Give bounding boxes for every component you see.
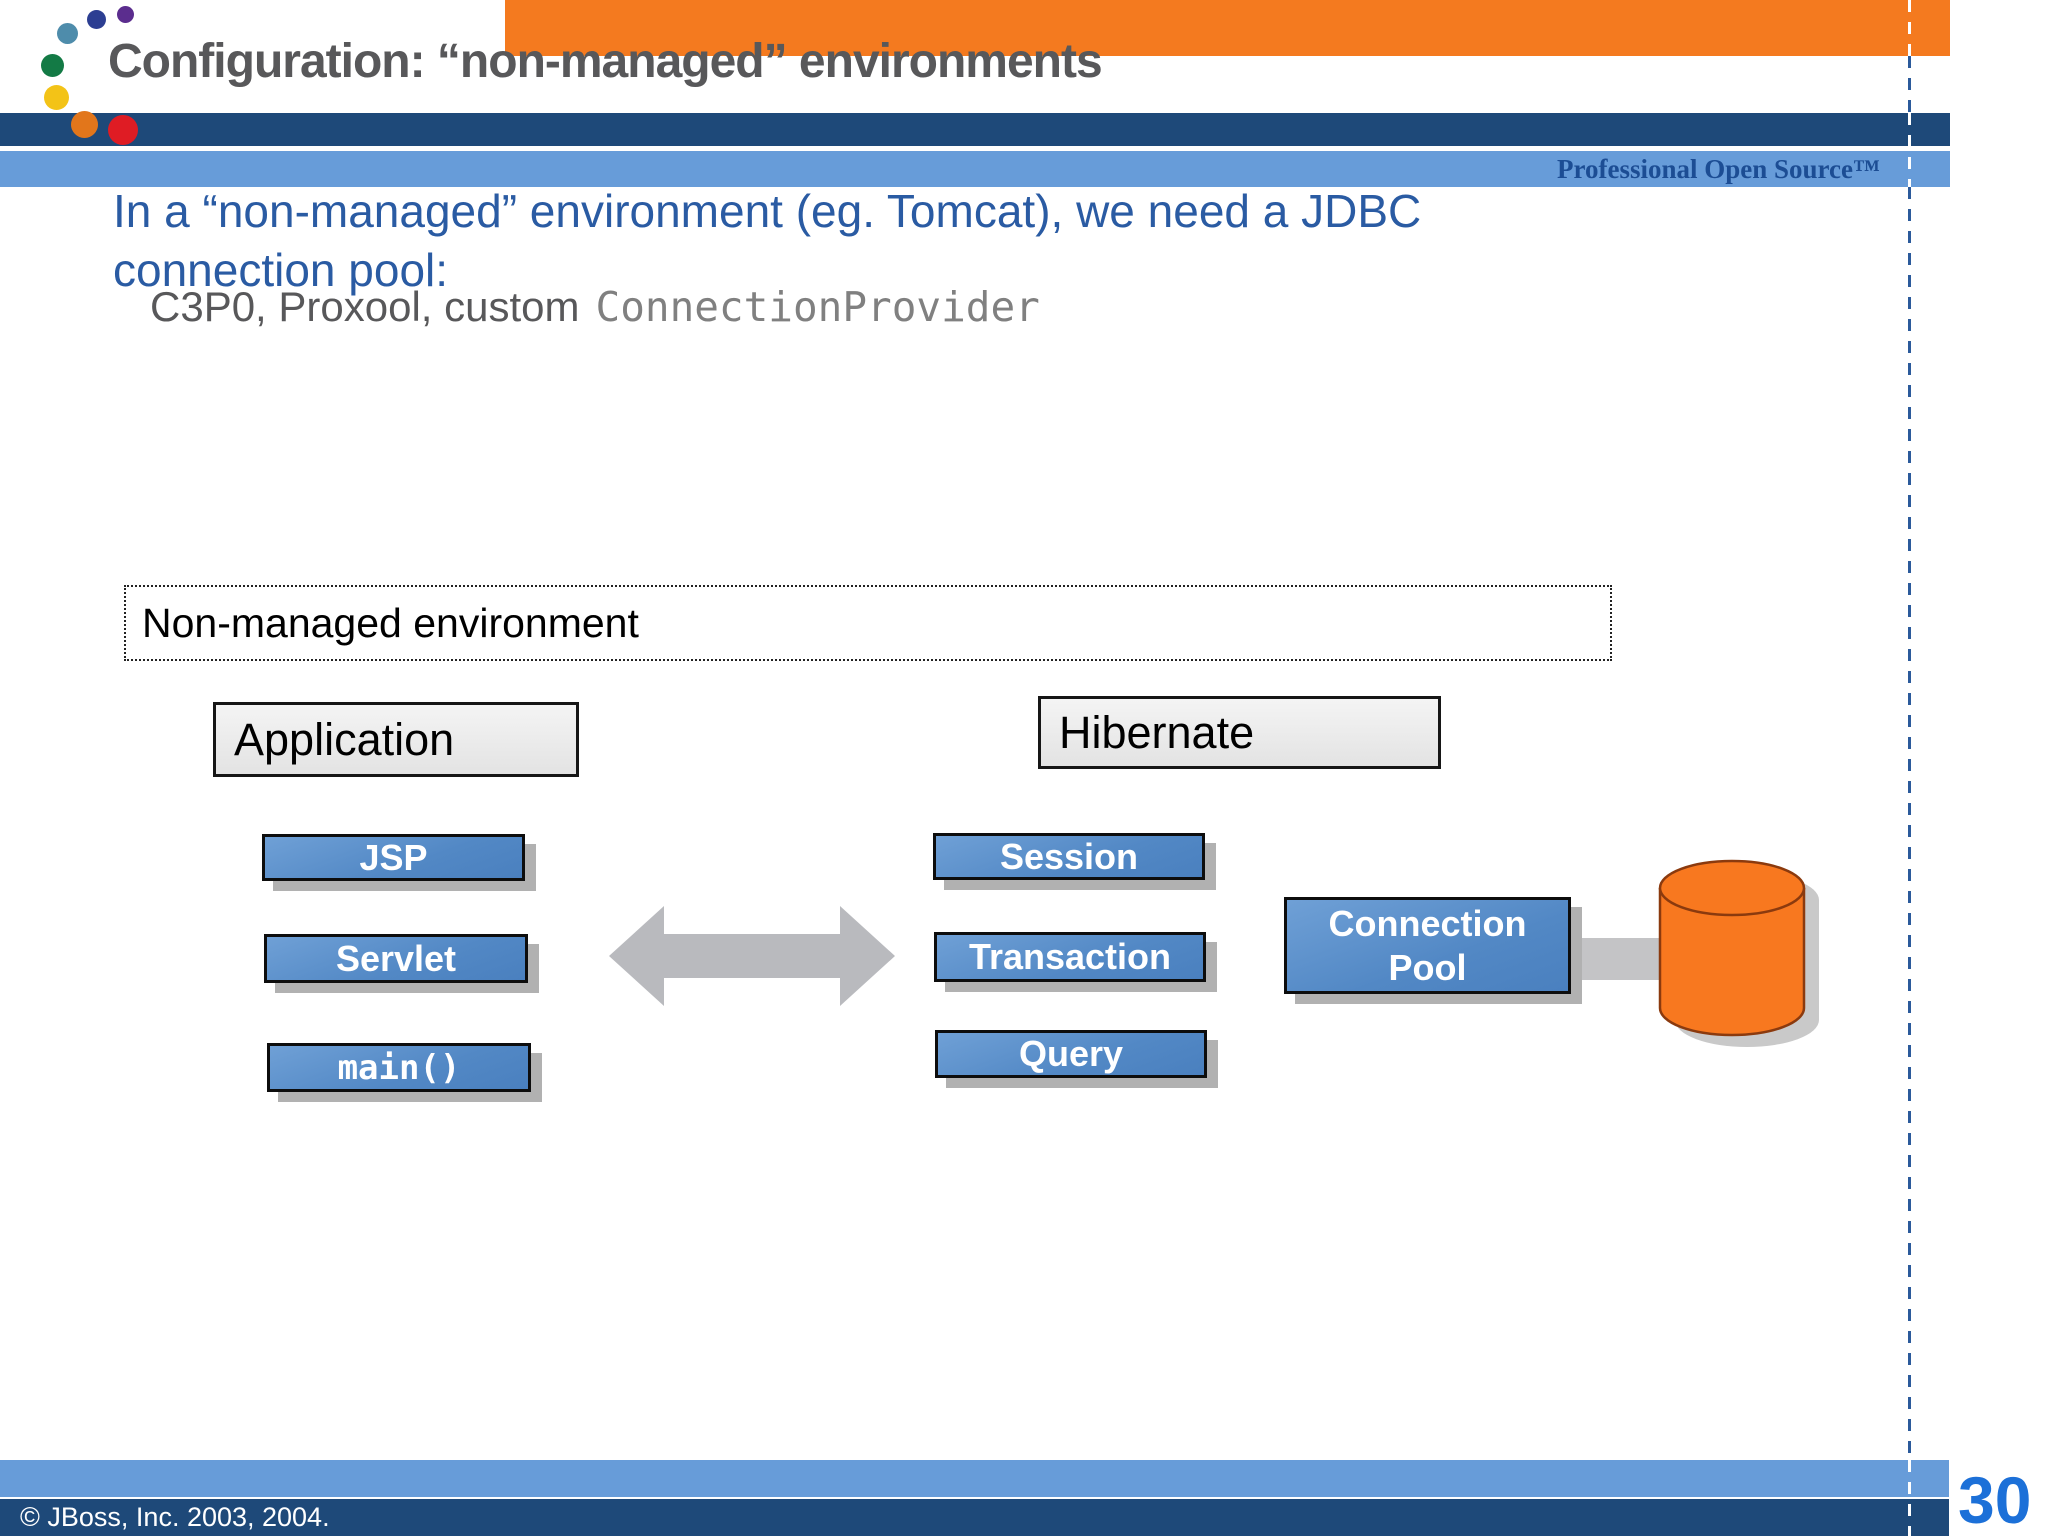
bullet-line: C3P0, Proxool, custom ConnectionProvider bbox=[150, 283, 1040, 331]
logo-dot bbox=[108, 115, 138, 145]
logo-dot bbox=[117, 6, 134, 23]
logo-dot bbox=[57, 23, 78, 44]
bidirectional-arrow-icon bbox=[609, 906, 895, 1006]
slide-title: Configuration: “non-managed” environment… bbox=[108, 35, 1103, 88]
dashed-guide-line bbox=[1908, 187, 1911, 1460]
connection-pool-label-line1: Connection bbox=[1328, 902, 1527, 944]
hibernate-box: Hibernate bbox=[1038, 696, 1441, 769]
header-lightblue-bar: Professional Open Source™ bbox=[0, 151, 1950, 187]
main-box: main() bbox=[267, 1043, 531, 1092]
slide-heading: In a “non-managed” environment (eg. Tomc… bbox=[113, 182, 1421, 300]
connection-pool-box: Connection Pool bbox=[1284, 897, 1571, 994]
top-accent-bar bbox=[505, 0, 1950, 56]
dashed-guide-line bbox=[1908, 56, 1911, 113]
logo-dot bbox=[41, 54, 64, 77]
heading-line-1: In a “non-managed” environment (eg. Tomc… bbox=[113, 185, 1422, 237]
dashed-guide-line bbox=[1908, 0, 1911, 56]
dashed-guide-line bbox=[1908, 1460, 1911, 1536]
logo-dot bbox=[87, 10, 106, 29]
hibernate-label: Hibernate bbox=[1059, 706, 1255, 758]
non-managed-environment-frame: Non-managed environment bbox=[124, 585, 1612, 661]
footer-lightblue-bar bbox=[0, 1460, 1949, 1497]
application-label: Application bbox=[234, 713, 455, 765]
query-box: Query bbox=[935, 1030, 1207, 1078]
footer-navy-bar: © JBoss, Inc. 2003, 2004. bbox=[0, 1499, 1949, 1536]
jsp-box: JSP bbox=[262, 834, 525, 881]
bullet-plain-text: C3P0, Proxool, custom bbox=[150, 283, 580, 330]
page-number: 30 bbox=[1958, 1463, 2032, 1536]
pool-database-connector bbox=[1565, 938, 1665, 980]
session-box: Session bbox=[933, 833, 1205, 880]
header-navy-bar bbox=[0, 113, 1950, 146]
connection-pool-label-line2: Pool bbox=[1388, 946, 1467, 988]
jboss-logo bbox=[0, 0, 160, 160]
logo-dot bbox=[44, 85, 69, 110]
copyright-text: © JBoss, Inc. 2003, 2004. bbox=[20, 1502, 330, 1532]
dashed-guide-line bbox=[1908, 113, 1911, 187]
brand-tagline: Professional Open Source™ bbox=[1556, 153, 1880, 184]
bullet-code-text: ConnectionProvider bbox=[595, 283, 1040, 331]
servlet-box: Servlet bbox=[264, 934, 528, 983]
heading-line-2: connection pool: bbox=[113, 244, 449, 296]
application-box: Application bbox=[213, 702, 579, 777]
transaction-box: Transaction bbox=[934, 932, 1206, 982]
frame-label: Non-managed environment bbox=[142, 599, 639, 646]
logo-dot bbox=[71, 111, 98, 138]
database-icon bbox=[1652, 858, 1832, 1048]
